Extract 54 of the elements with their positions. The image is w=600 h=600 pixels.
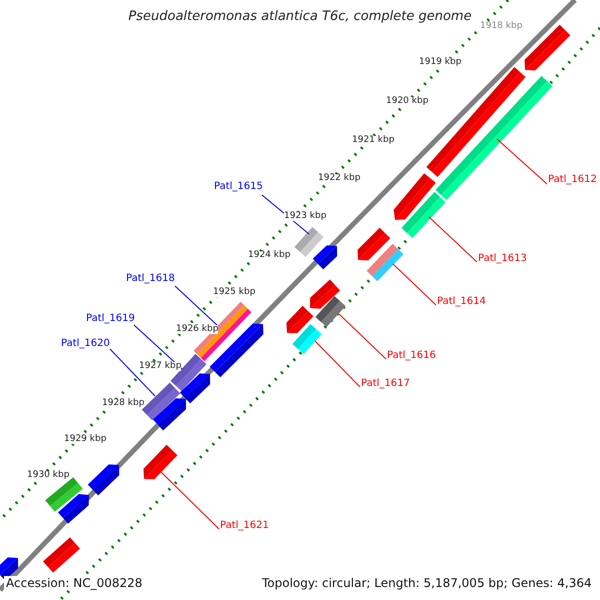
gene-block [180, 373, 210, 404]
gene-block [43, 537, 80, 573]
gene-block [312, 245, 338, 270]
leader-line [134, 324, 182, 370]
tick-label: 1923 kbp [284, 212, 326, 221]
tick-label: 1926 kbp [176, 325, 218, 334]
gene-name: Patl_1620 [61, 339, 110, 349]
gene-block [144, 444, 178, 480]
tick-label: 1924 kbp [248, 251, 290, 260]
leader-line [392, 264, 436, 306]
gene-block [294, 227, 324, 257]
leader-line [338, 314, 386, 360]
gene-name: Patl_1612 [548, 175, 597, 185]
gene-block [394, 173, 436, 220]
tick-label: 1922 kbp [318, 174, 360, 183]
tick-label: 1919 kbp [419, 58, 462, 67]
tick-label: 1930 kbp [27, 471, 70, 480]
gene-name: Patl_1616 [387, 351, 436, 361]
gene-block [366, 244, 404, 282]
tick-label: 1927 kbp [139, 362, 182, 371]
leader-line [314, 340, 360, 388]
gene-name: Patl_1618 [126, 274, 175, 284]
gene-block [426, 67, 526, 177]
leader-line [110, 348, 156, 396]
gene-block [292, 324, 322, 354]
gene-name: Patl_1615 [214, 182, 263, 192]
tick-label: 1918 kbp [480, 22, 522, 31]
gene-block [88, 464, 120, 496]
gene-name: Patl_1614 [437, 297, 486, 307]
tick-label: 1920 kbp [386, 97, 428, 106]
tick-label: 1929 kbp [64, 435, 106, 444]
leader-line [174, 286, 218, 326]
gene-block [358, 228, 390, 260]
gene-name: Patl_1619 [86, 314, 135, 324]
gene-block [310, 280, 340, 309]
gene-block [315, 296, 346, 327]
map-title: Pseudoalteromonas atlantica T6c, complete genome [127, 10, 473, 23]
leader-line [496, 138, 548, 184]
gene-block [402, 192, 446, 238]
tick-label: 1928 kbp [102, 399, 144, 408]
gene-name: Patl_1621 [220, 521, 269, 531]
gene-name: Patl_1617 [361, 379, 410, 389]
gene-name: Patl_1613 [478, 254, 527, 264]
gene-block [286, 306, 314, 334]
tick-label: 1925 kbp [213, 288, 256, 297]
genome-summary: Topology: circular; Length: 5,187,005 bp; Genes: 4,364 [260, 576, 594, 590]
accession-text: Accession: NC_008228 [4, 576, 144, 590]
tick-label: 1921 kbp [352, 136, 394, 145]
gene-block [152, 398, 186, 430]
gene-block [58, 494, 89, 524]
gene-block [45, 477, 83, 512]
leader-line [160, 470, 220, 530]
gene-block [524, 24, 570, 70]
leader-line [428, 216, 478, 262]
